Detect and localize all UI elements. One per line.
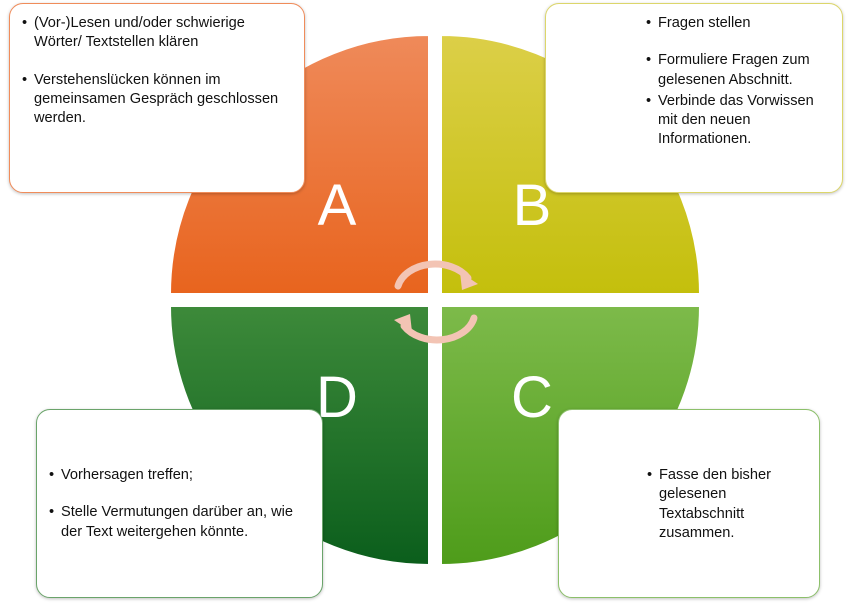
bullet-item: Stelle Vermutungen darüber an, wie der T… xyxy=(49,503,310,542)
bullet-item: Fragen stellen xyxy=(646,14,830,34)
quadrant-c-textbox: Fasse den bisher gelesenen Textabschnitt… xyxy=(558,409,820,598)
quadrant-d-textbox: Vorhersagen treffen; Stelle Vermutungen … xyxy=(36,409,323,598)
quadrant-d-letter: D xyxy=(316,365,358,430)
bullet-item: Verbinde das Vorwissen mit den neuen Inf… xyxy=(646,92,830,150)
bullet-item: Verstehenslücken können im gemeinsamen G… xyxy=(22,71,292,129)
quadrant-a-textbox: (Vor-)Lesen und/oder schwierige Wörter/ … xyxy=(9,3,305,193)
quadrant-c-letter: C xyxy=(511,365,553,430)
quadrant-a-letter: A xyxy=(318,173,357,238)
quadrant-b-letter: B xyxy=(513,173,552,238)
bullet-item: Fasse den bisher gelesenen Textabschnitt… xyxy=(647,466,807,543)
bullet-item: (Vor-)Lesen und/oder schwierige Wörter/ … xyxy=(22,14,292,53)
bullet-item: Formuliere Fragen zum gelesenen Abschnit… xyxy=(646,51,830,90)
quadrant-b-textbox: Fragen stellen Formuliere Fragen zum gel… xyxy=(545,3,843,193)
circular-arrows-icon xyxy=(394,260,478,344)
bullet-item: Vorhersagen treffen; xyxy=(49,466,310,486)
